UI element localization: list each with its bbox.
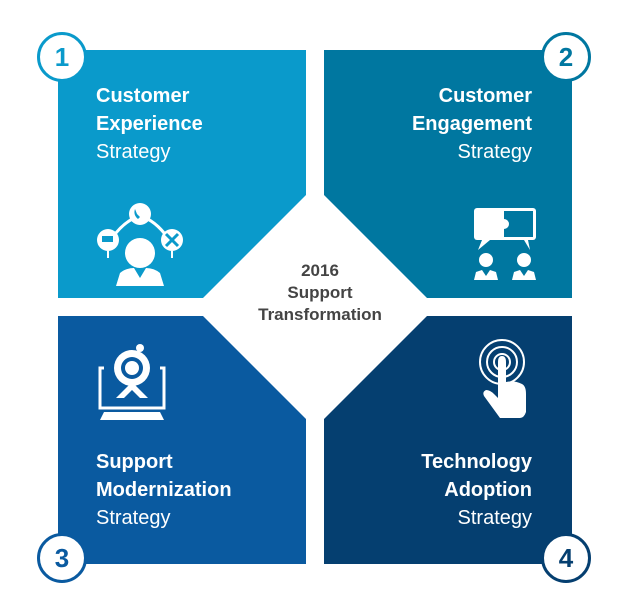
quadrant-technology-adoption: Technology Adoption Strategy [324,316,572,564]
quadrant-title: Customer Experience Strategy [96,85,203,163]
touch-hand-icon [479,339,526,418]
customer-service-hub-icon [97,203,183,286]
step-badge-2: 2 [541,32,591,82]
step-badge-4: 4 [541,533,591,583]
center-label: 2016 Support Transformation [258,261,382,324]
step-badge-3: 3 [37,533,87,583]
quadrant-title: Support Modernization Strategy [96,451,232,529]
collaboration-puzzle-icon [474,208,536,280]
quadrant-customer-experience: Customer Experience Strategy [58,50,306,298]
step-badge-1: 1 [37,32,87,82]
quadrant-title: Customer Engagement Strategy [411,85,532,163]
webcam-laptop-icon [98,344,166,420]
quadrant-title: Technology Adoption Strategy [421,451,532,529]
quadrant-support-modernization: Support Modernization Strategy [58,316,306,564]
